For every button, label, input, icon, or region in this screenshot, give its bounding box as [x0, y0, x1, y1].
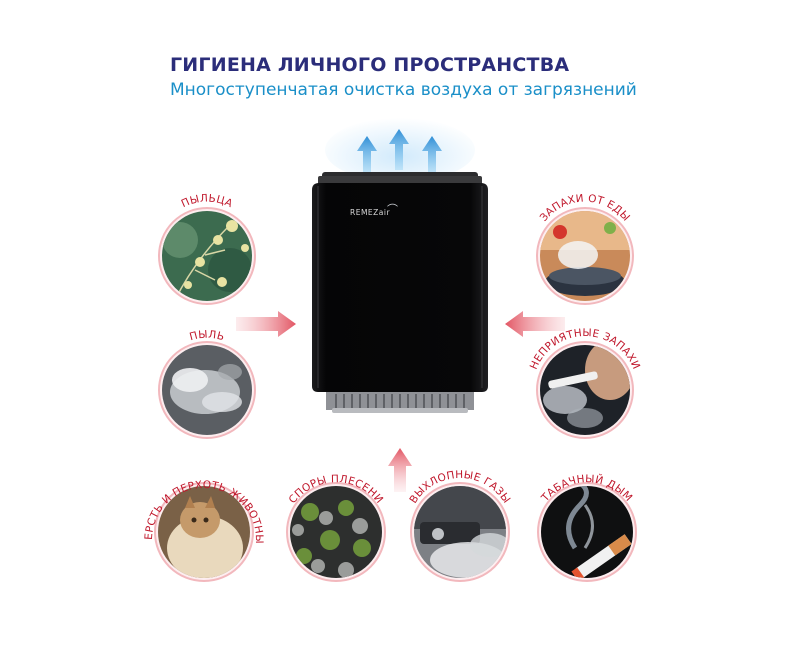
inflow-arrow-icon	[236, 311, 565, 492]
page-title: ГИГИЕНА ЛИЧНОГО ПРОСТРАНСТВА	[170, 54, 570, 76]
pollutant-pollen: ПЫЛЬЦА	[158, 192, 256, 305]
brand-logo: REMEZair ⌒	[350, 203, 398, 217]
pollutant-food-odors: ЗАПАХИ ОТ ЕДЫ	[536, 192, 634, 305]
pollutant-dust: ПЫЛЬ	[158, 329, 256, 439]
svg-text:ПЫЛЬЦА: ПЫЛЬЦА	[180, 192, 235, 210]
airflow-arrow-icon	[357, 129, 442, 176]
svg-text:REMEZair: REMEZair	[350, 208, 390, 217]
page-subtitle: Многоступенчатая очистка воздуха от загр…	[170, 80, 637, 100]
svg-text:⌒: ⌒	[387, 203, 398, 216]
pollutant-unpleasant-odors: НЕПРИЯТНЫЕ ЗАПАХИ	[528, 327, 642, 439]
pollutant-exhaust: ВЫХЛОПНЫЕ ГАЗЫ	[407, 469, 512, 582]
air-purifier-device: REMEZair ⌒	[312, 172, 488, 413]
pollutant-mold-spores: СПОРЫ ПЛЕСЕНИ	[286, 473, 386, 582]
airflow-out	[325, 118, 475, 182]
pollutant-tobacco-smoke: ТАБАЧНЫЙ ДЫМ	[537, 473, 637, 582]
